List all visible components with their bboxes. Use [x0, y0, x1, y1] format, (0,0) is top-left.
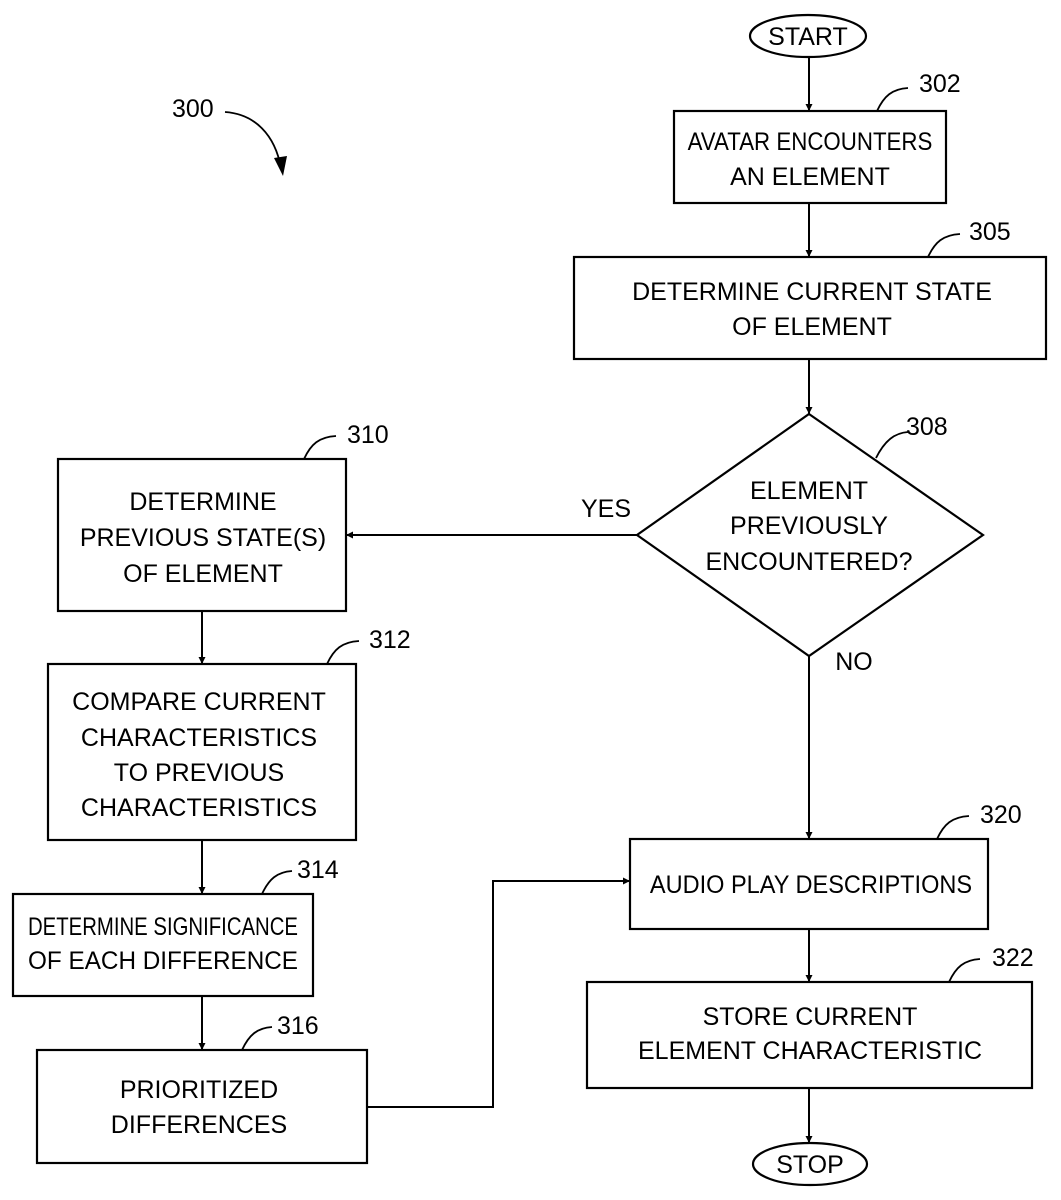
- start-label: START: [768, 23, 848, 51]
- decision-308-line-3: ENCOUNTERED?: [706, 548, 913, 576]
- step-302-line-1: AVATAR ENCOUNTERS: [688, 128, 933, 156]
- ref-302: 302: [919, 70, 961, 98]
- decision-308-line-2: PREVIOUSLY: [730, 512, 888, 540]
- step-310: DETERMINE PREVIOUS STATE(S) OF ELEMENT 3…: [58, 421, 389, 611]
- step-310-line-2: PREVIOUS STATE(S): [80, 524, 326, 552]
- step-312: COMPARE CURRENT CHARACTERISTICS TO PREVI…: [48, 626, 411, 840]
- ref-305: 305: [969, 218, 1011, 246]
- step-320: AUDIO PLAY DESCRIPTIONS 320: [630, 801, 1022, 929]
- step-320-line-1: AUDIO PLAY DESCRIPTIONS: [650, 871, 972, 899]
- step-316-line-1: PRIORITIZED: [120, 1076, 278, 1104]
- step-302: AVATAR ENCOUNTERS AN ELEMENT 302: [674, 70, 961, 203]
- start-terminal: START: [750, 15, 866, 57]
- ref-leader-320: [937, 816, 969, 839]
- step-312-line-4: CHARACTERISTICS: [81, 794, 317, 822]
- ref-leader-314: [262, 871, 292, 894]
- step-312-line-2: CHARACTERISTICS: [81, 724, 317, 752]
- ref-308: 308: [906, 413, 948, 441]
- step-322-line-1: STORE CURRENT: [703, 1003, 918, 1031]
- decision-308-line-1: ELEMENT: [750, 477, 868, 505]
- figure-reference: 300: [172, 95, 287, 176]
- yes-label: YES: [581, 495, 631, 523]
- step-312-line-1: COMPARE CURRENT: [72, 688, 326, 716]
- no-label: NO: [835, 648, 873, 676]
- step-316-line-2: DIFFERENCES: [111, 1111, 287, 1139]
- decision-308: ELEMENT PREVIOUSLY ENCOUNTERED? 308: [637, 413, 983, 656]
- figure-number: 300: [172, 95, 214, 123]
- step-302-line-2: AN ELEMENT: [730, 163, 890, 191]
- figure-pointer-arrowhead: [274, 156, 287, 176]
- step-310-line-3: OF ELEMENT: [123, 560, 283, 588]
- ref-leader-305: [928, 234, 960, 257]
- step-310-line-1: DETERMINE: [129, 488, 276, 516]
- ref-leader-322: [949, 959, 980, 982]
- ref-310: 310: [347, 421, 389, 449]
- ref-316: 316: [277, 1012, 319, 1040]
- stop-label: STOP: [776, 1151, 844, 1179]
- ref-312: 312: [369, 626, 411, 654]
- ref-leader-316: [242, 1027, 272, 1050]
- step-314-line-2: OF EACH DIFFERENCE: [28, 947, 298, 975]
- ref-leader-312: [327, 641, 359, 664]
- figure-pointer-arrow: [225, 112, 281, 168]
- step-305-line-2: OF ELEMENT: [732, 313, 892, 341]
- step-314: DETERMINE SIGNIFICANCE OF EACH DIFFERENC…: [13, 856, 339, 996]
- step-314-line-1: DETERMINE SIGNIFICANCE: [28, 913, 298, 941]
- step-305-line-1: DETERMINE CURRENT STATE: [632, 278, 992, 306]
- step-312-line-3: TO PREVIOUS: [114, 759, 284, 787]
- ref-320: 320: [980, 801, 1022, 829]
- stop-terminal: STOP: [753, 1143, 867, 1185]
- ref-leader-308: [876, 432, 908, 458]
- step-322-line-2: ELEMENT CHARACTERISTIC: [638, 1037, 982, 1065]
- step-322: STORE CURRENT ELEMENT CHARACTERISTIC 322: [587, 944, 1034, 1088]
- ref-322: 322: [992, 944, 1034, 972]
- ref-314: 314: [297, 856, 339, 884]
- ref-leader-310: [304, 436, 336, 459]
- ref-leader-302: [877, 88, 908, 111]
